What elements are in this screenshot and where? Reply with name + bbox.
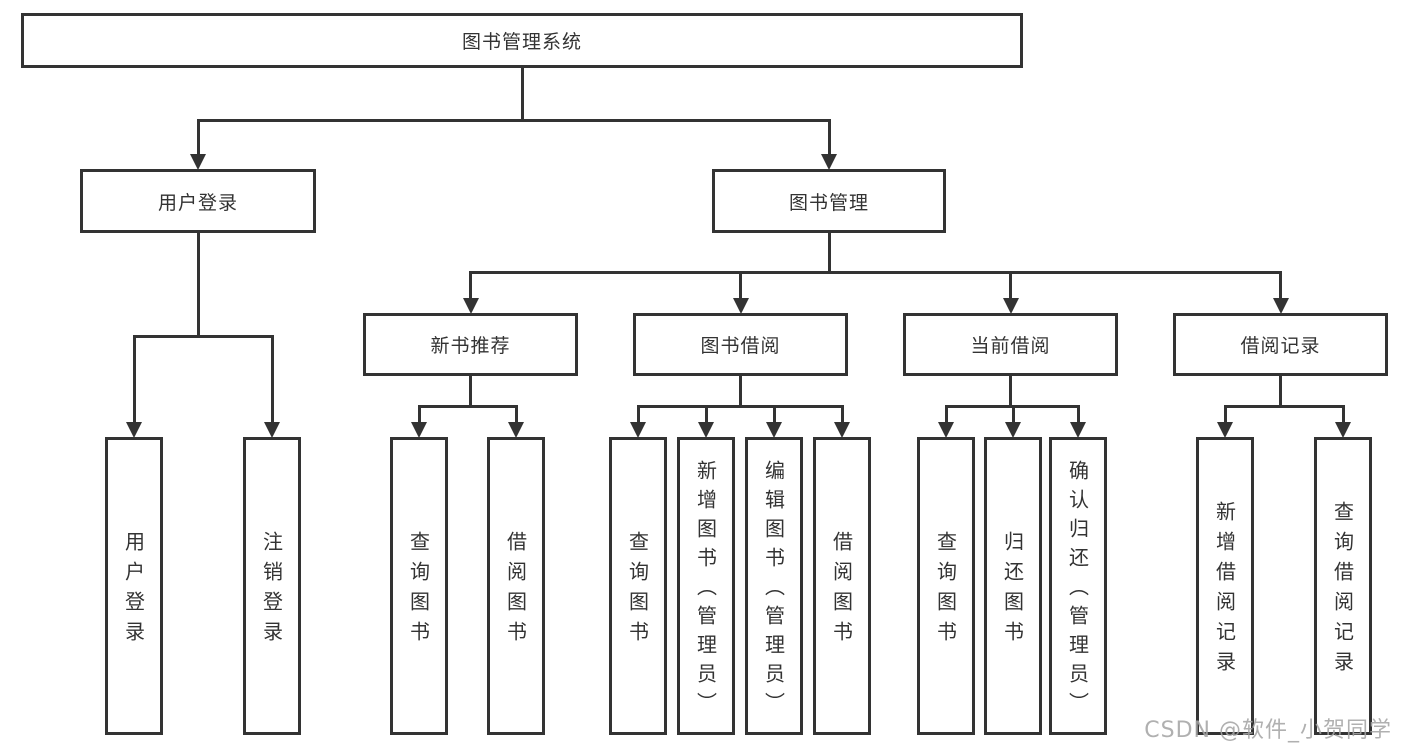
node-new-books: 新书推荐 xyxy=(363,313,578,376)
node-label: 新增图书（管理员） xyxy=(693,460,718,721)
connector-rail xyxy=(469,270,1282,274)
arrow-down-icon xyxy=(1217,422,1233,438)
node-book-mgmt: 图书管理 xyxy=(712,169,946,233)
connector-rail xyxy=(132,334,274,338)
connector-drop xyxy=(196,120,200,155)
arrow-down-icon xyxy=(190,154,206,170)
arrow-down-icon xyxy=(508,422,524,438)
arrow-down-icon xyxy=(766,422,782,438)
arrow-down-icon xyxy=(1070,422,1086,438)
arrow-down-icon xyxy=(264,422,280,438)
watermark: CSDN @软件_小贺同学 xyxy=(1144,718,1392,743)
connector-stem xyxy=(739,376,742,406)
connector-drop xyxy=(270,336,274,423)
connector-drop xyxy=(1011,406,1015,423)
node-nb-query: 查询图书 xyxy=(390,437,448,735)
node-cb-confirm: 确认归还（管理员） xyxy=(1049,437,1107,735)
connector-stem xyxy=(469,376,472,406)
connector-stem xyxy=(1009,376,1012,406)
connector-stem xyxy=(520,68,524,120)
node-label: 查询图书 xyxy=(406,531,431,651)
node-cb-return: 归还图书 xyxy=(984,437,1042,735)
node-bb-query: 查询图书 xyxy=(609,437,667,735)
connector-rail xyxy=(636,404,844,408)
connector-stem xyxy=(827,233,831,272)
node-label: 注销登录 xyxy=(259,531,284,651)
arrow-down-icon xyxy=(630,422,646,438)
connector-drop xyxy=(840,406,844,423)
connector-drop xyxy=(704,406,708,423)
node-label: 当前借阅 xyxy=(970,335,1051,357)
connector-drop xyxy=(1341,406,1345,423)
node-label: 图书管理系统 xyxy=(461,31,582,53)
arrow-down-icon xyxy=(821,154,837,170)
connector-drop xyxy=(469,272,472,299)
connector-drop xyxy=(1009,272,1012,299)
connector-stem xyxy=(196,233,200,336)
connector-drop xyxy=(1076,406,1080,423)
node-br-add: 新增借阅记录 xyxy=(1196,437,1254,735)
arrow-down-icon xyxy=(732,298,749,314)
connector-drop xyxy=(1279,272,1282,299)
arrow-down-icon xyxy=(698,422,714,438)
node-user-login: 用户登录 xyxy=(80,169,316,233)
arrow-down-icon xyxy=(1272,298,1289,314)
node-logout: 注销登录 xyxy=(243,437,301,735)
node-label: 图书借阅 xyxy=(700,335,781,357)
arrow-down-icon xyxy=(1335,422,1351,438)
connector-drop xyxy=(1223,406,1227,423)
connector-rail xyxy=(1223,404,1345,408)
arrow-down-icon xyxy=(411,422,427,438)
connector-drop xyxy=(772,406,776,423)
connector-drop xyxy=(739,272,742,299)
connector-stem xyxy=(1279,376,1282,406)
node-label: 新书推荐 xyxy=(430,335,511,357)
node-login: 用户登录 xyxy=(105,437,163,735)
connector-drop xyxy=(514,406,518,423)
arrow-down-icon xyxy=(462,298,479,314)
connector-drop xyxy=(636,406,640,423)
node-label: 查询图书 xyxy=(625,531,650,651)
arrow-down-icon xyxy=(126,422,142,438)
connector-rail xyxy=(417,404,518,408)
node-label: 查询图书 xyxy=(933,531,958,651)
arrow-down-icon xyxy=(1002,298,1019,314)
connector-drop xyxy=(827,120,831,155)
connector-drop xyxy=(132,336,136,423)
node-root: 图书管理系统 xyxy=(21,13,1023,68)
node-label: 用户登录 xyxy=(121,531,146,651)
node-label: 借阅图书 xyxy=(829,531,854,651)
node-bb-edit: 编辑图书（管理员） xyxy=(745,437,803,735)
arrow-down-icon xyxy=(938,422,954,438)
node-br-query: 查询借阅记录 xyxy=(1314,437,1372,735)
node-label: 用户登录 xyxy=(157,191,238,214)
node-book-borrow: 图书借阅 xyxy=(633,313,848,376)
node-label: 借阅图书 xyxy=(503,531,528,651)
node-label: 编辑图书（管理员） xyxy=(761,460,786,721)
node-label: 借阅记录 xyxy=(1240,335,1321,357)
node-label: 新增借阅记录 xyxy=(1212,501,1237,681)
arrow-down-icon xyxy=(834,422,850,438)
node-borrow-records: 借阅记录 xyxy=(1173,313,1388,376)
arrow-down-icon xyxy=(1005,422,1021,438)
node-label: 确认归还（管理员） xyxy=(1065,460,1090,721)
node-bb-add: 新增图书（管理员） xyxy=(677,437,735,735)
node-label: 图书管理 xyxy=(788,191,869,214)
node-label: 归还图书 xyxy=(1000,531,1025,651)
node-bb-borrow: 借阅图书 xyxy=(813,437,871,735)
node-nb-borrow: 借阅图书 xyxy=(487,437,545,735)
node-current-borrow: 当前借阅 xyxy=(903,313,1118,376)
connector-drop xyxy=(944,406,948,423)
node-label: 查询借阅记录 xyxy=(1330,501,1355,681)
connector-rail xyxy=(196,118,831,122)
connector-drop xyxy=(417,406,421,423)
node-cb-query: 查询图书 xyxy=(917,437,975,735)
